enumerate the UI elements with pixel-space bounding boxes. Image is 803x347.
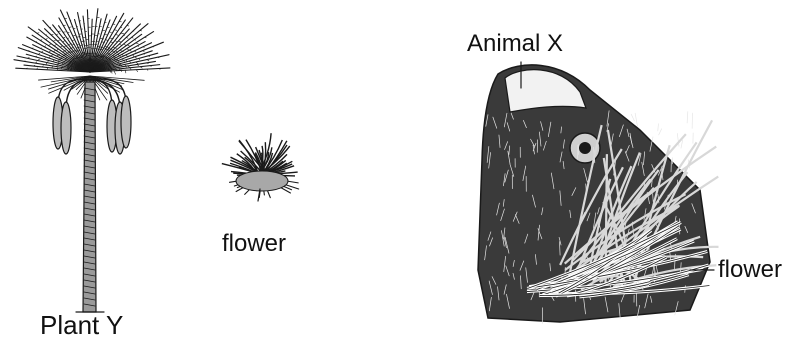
plant-y-label: Plant Y bbox=[40, 310, 123, 341]
flower-label: flower bbox=[222, 230, 286, 258]
flower-on-animal-label: flower bbox=[718, 256, 782, 284]
animal-x-label: Animal X bbox=[467, 30, 563, 58]
spiky-flower-icon bbox=[222, 133, 299, 201]
animal-on-flower-icon bbox=[478, 62, 719, 323]
palm-tree-icon bbox=[14, 9, 170, 312]
